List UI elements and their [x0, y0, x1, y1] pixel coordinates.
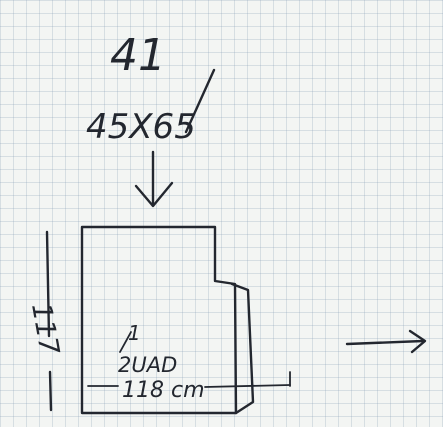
fraction-denominator: 2UAD — [118, 353, 177, 377]
size-label: 45X65 — [86, 107, 196, 147]
height-label: 117 — [25, 301, 64, 357]
width-dimension-line — [87, 371, 291, 388]
fraction-note: 1 2UAD — [118, 321, 177, 377]
pen-stroke — [184, 68, 216, 134]
fraction-numerator: 1 — [128, 321, 141, 345]
side-panel — [230, 282, 255, 415]
fraction-slash — [119, 331, 132, 353]
right-arrow-icon — [345, 329, 427, 354]
down-arrow-icon — [134, 150, 174, 208]
width-label: 118 cm — [122, 378, 205, 403]
height-dimension-line — [45, 230, 53, 412]
count-label: 41 — [110, 30, 166, 81]
